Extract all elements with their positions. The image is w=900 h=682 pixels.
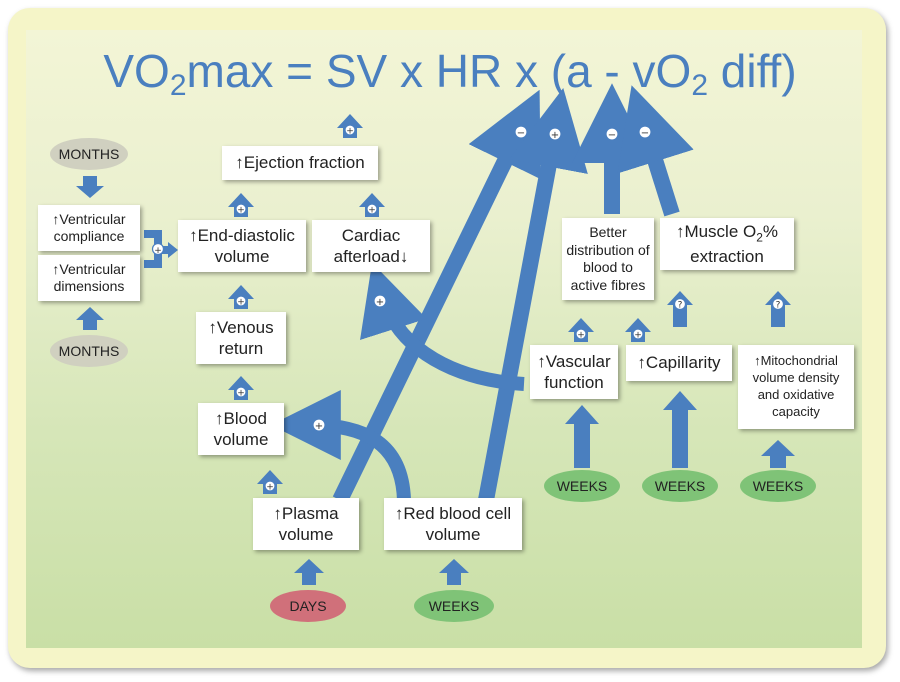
svg-text:?: ? — [678, 301, 683, 311]
svg-text:+: + — [551, 130, 559, 141]
question-arrows: ? ? — [667, 291, 791, 327]
months-top-oval: MONTHS — [50, 138, 128, 170]
svg-text:+: + — [315, 421, 323, 432]
sign-circles: − + − − + + — [312, 125, 652, 432]
arrow-weeks-capillarity-up — [663, 391, 697, 468]
svg-text:+: + — [368, 206, 376, 216]
blood-volume-box: ↑Blood volume — [198, 403, 284, 455]
svg-text:?: ? — [776, 301, 781, 311]
arrow-days-up — [294, 559, 324, 585]
arrow-weeks-vascular-up — [565, 405, 599, 468]
svg-text:+: + — [577, 331, 585, 341]
ejection-fraction-box: ↑Ejection fraction — [222, 146, 378, 180]
months-bottom-oval: MONTHS — [50, 335, 128, 367]
arrow-rbc-to-avdiff — [478, 87, 588, 502]
vascular-function-box: ↑Vascular function — [530, 345, 618, 399]
svg-text:+: + — [376, 297, 384, 308]
svg-text:−: − — [608, 130, 616, 141]
cardiac-afterload-box: Cardiac afterload↓ — [312, 220, 430, 272]
arrow-vascular-to-afterload — [360, 262, 525, 391]
svg-text:+: + — [237, 206, 245, 216]
plus-arrows: + + + + + + + + — [228, 114, 651, 494]
svg-text:+: + — [237, 389, 245, 399]
ventricular-compliance-box: ↑Ventricular compliance — [38, 205, 140, 251]
weeks-rbc-oval: WEEKS — [414, 590, 494, 622]
svg-text:+: + — [237, 298, 245, 308]
red-blood-cell-volume-box: ↑Red blood cell volume — [384, 498, 522, 550]
arrow-rbc-to-blood — [270, 390, 411, 501]
svg-text:+: + — [634, 331, 642, 341]
better-distribution-box: Better distribution of blood to active f… — [562, 218, 654, 300]
arrow-weeks-mito-up — [761, 440, 795, 468]
capillarity-box: ↑Capillarity — [626, 345, 732, 381]
arrow-extraction-to-avdiff — [617, 85, 694, 217]
ventricular-dimensions-box: ↑Ventricular dimensions — [38, 255, 140, 301]
svg-text:+: + — [346, 127, 354, 137]
svg-text:−: − — [517, 128, 525, 139]
venous-return-box: ↑Venous return — [196, 312, 286, 364]
svg-text:+: + — [266, 483, 274, 493]
plasma-volume-box: ↑Plasma volume — [253, 498, 359, 550]
days-oval: DAYS — [270, 590, 346, 622]
svg-text:+: + — [154, 246, 162, 256]
arrow-weeks-rbc-up — [439, 559, 469, 585]
arrow-months-down — [76, 176, 104, 198]
mitochondrial-box: ↑Mitochondrial volume density and oxidat… — [738, 345, 854, 429]
weeks-capillarity-oval: WEEKS — [642, 470, 718, 502]
weeks-vascular-oval: WEEKS — [544, 470, 620, 502]
weeks-mito-oval: WEEKS — [740, 470, 816, 502]
end-diastolic-volume-box: ↑End-diastolic volume — [178, 220, 306, 272]
arrow-months-up — [76, 307, 104, 330]
svg-text:−: − — [641, 128, 649, 139]
equation-title: VO2max = SV x HR x (a - vO2 diff) — [103, 45, 797, 102]
muscle-extraction-box: ↑Muscle O2% extraction — [660, 218, 794, 270]
